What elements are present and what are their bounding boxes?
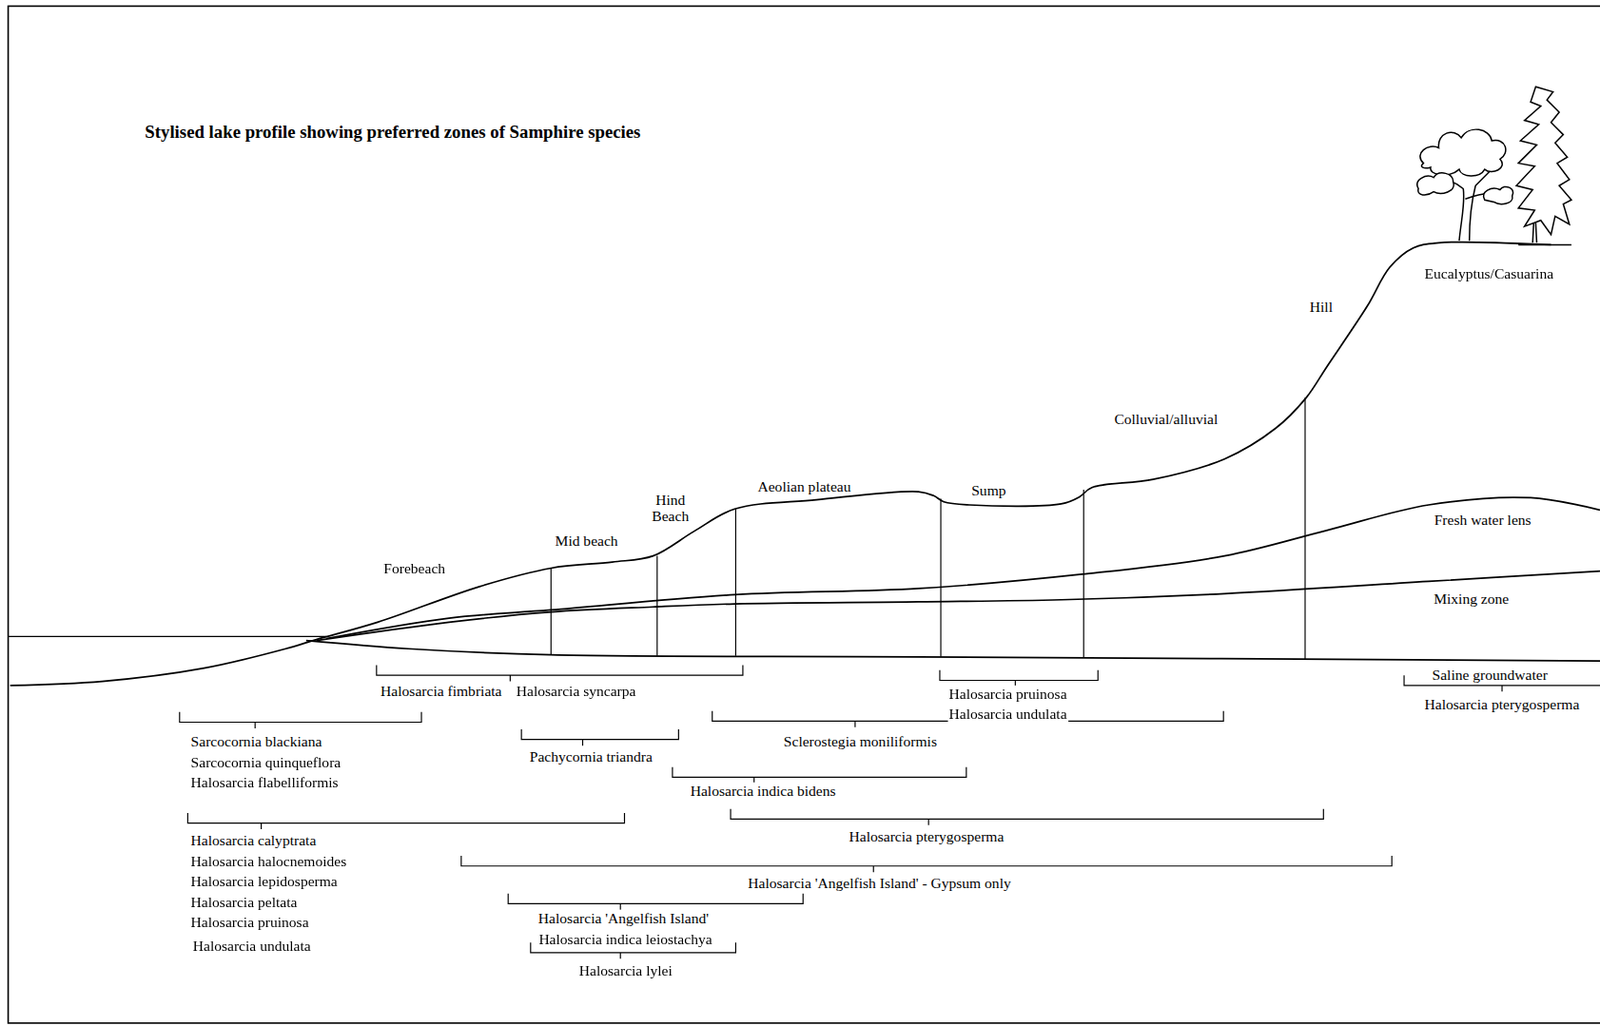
species-label: Halosarcia indica leiostachya: [537, 931, 713, 949]
zone-label: Saline groundwater: [1430, 666, 1549, 684]
zone-divider: [939, 499, 941, 658]
species-label: Halosarcia pterygosperma: [847, 827, 1005, 845]
species-label: Halosarcia undulata: [948, 705, 1069, 723]
zone-label: Forebeach: [382, 559, 447, 577]
species-label: Halosarcia flabelliformis: [190, 774, 340, 792]
species-label: Halosarcia pterygosperma: [1423, 695, 1581, 713]
species-label: Halosarcia pruinosa: [948, 684, 1069, 703]
zone-bracket: [507, 894, 803, 911]
zone-divider: [1083, 489, 1085, 659]
species-label: Halosarcia pruinosa: [190, 914, 311, 932]
species-label: Halosarcia halocnemoides: [190, 852, 349, 870]
zone-bracket: [187, 813, 625, 830]
species-label: Halosarcia 'Angelfish Island': [537, 909, 710, 927]
zone-brackets: [179, 664, 1600, 959]
species-label: Halosarcia indica bidens: [689, 781, 838, 800]
profile-curve: [306, 641, 1600, 662]
zone-bracket: [179, 712, 422, 729]
zone-divider: [656, 556, 658, 657]
zone-label: Sump: [970, 482, 1007, 500]
species-label: Halosarcia calyptrata: [190, 832, 318, 850]
species-label: Halosarcia lepidosperma: [190, 873, 339, 891]
species-label: Sarcocornia quinqueflora: [190, 753, 343, 771]
water-level: [8, 636, 328, 638]
profile-lines: [8, 242, 1600, 686]
zone-label: Aeolian plateau: [756, 478, 852, 496]
tree-drawings: [1417, 86, 1572, 245]
zone-label: Hill: [1308, 298, 1334, 316]
zone-label: Mixing zone: [1432, 590, 1510, 608]
zone-bracket: [730, 809, 1324, 826]
zone-label: Mid beach: [553, 531, 619, 549]
species-label: Halosarcia undulata: [192, 936, 313, 955]
zone-label: Hind Beach: [646, 491, 694, 527]
species-label: Halosarcia fimbriata: [379, 682, 504, 700]
profile-curve: [10, 242, 1552, 686]
species-label: Sclerostegia moniliformis: [782, 733, 938, 751]
profile-curve: [326, 497, 1600, 639]
species-label: Halosarcia lylei: [578, 961, 674, 979]
diagram-title: Stylised lake profile showing preferred …: [143, 121, 642, 143]
zone-label: Colluvial/alluvial: [1112, 410, 1219, 429]
species-label: Sarcocornia blackiana: [190, 733, 324, 751]
zone-label: Fresh water lens: [1433, 511, 1533, 529]
species-label: Halosarcia syncarpa: [515, 682, 638, 700]
profile-curve: [316, 571, 1600, 642]
species-label: Pachycornia triandra: [528, 748, 654, 766]
zone-divider: [550, 567, 552, 655]
species-label: Halosarcia 'Angelfish Island' - Gypsum o…: [746, 875, 1013, 893]
zone-bracket: [376, 664, 743, 682]
zone-bracket: [521, 729, 679, 746]
species-label: Halosarcia peltata: [190, 893, 299, 911]
frame: [8, 5, 1600, 1023]
zone-bracket: [461, 856, 1392, 873]
zone-divider: [735, 508, 737, 656]
zone-label: Eucalyptus/Casuarina: [1423, 264, 1555, 282]
zone-divider: [1304, 397, 1306, 660]
